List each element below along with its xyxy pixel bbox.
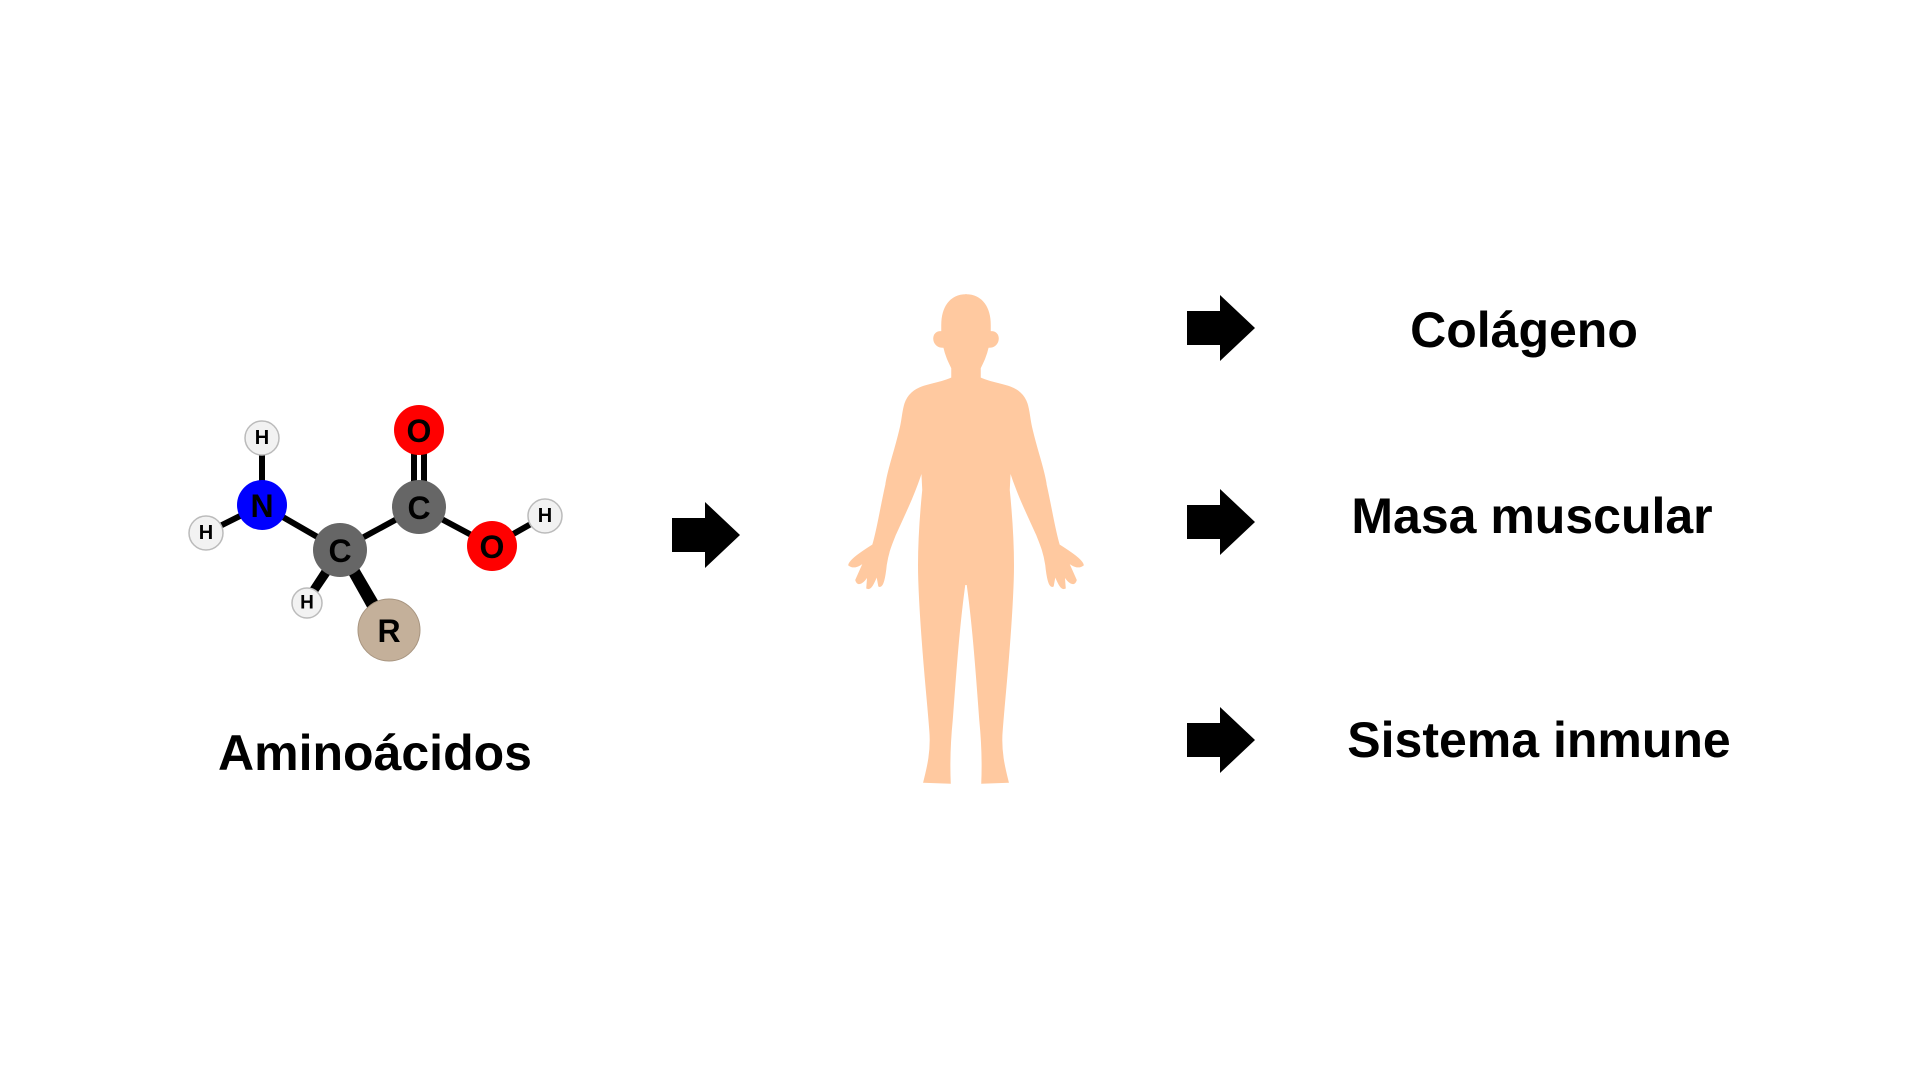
atom-r-group: R (357, 598, 421, 662)
atom-h-right: H (527, 498, 563, 534)
atom-carbon-alpha: C (313, 523, 367, 577)
svg-text:N: N (250, 488, 273, 524)
output-label-muscle-mass: Masa muscular (1351, 488, 1713, 544)
svg-text:H: H (255, 427, 269, 449)
atom-carbon-carbonyl: C (392, 480, 446, 534)
amino-acid-molecule: H H H H N C C O (188, 405, 563, 662)
arrow-right-icon (1187, 295, 1255, 361)
svg-text:H: H (300, 593, 314, 614)
atom-oxygen-double: O (394, 405, 444, 455)
atom-oxygen-hydroxyl: O (467, 521, 517, 571)
arrow-right-icon (672, 502, 740, 568)
amino-acids-label: Aminoácidos (218, 725, 532, 781)
svg-text:O: O (407, 413, 432, 449)
svg-text:R: R (377, 613, 400, 649)
output-label-collagen: Colágeno (1410, 302, 1638, 358)
svg-text:C: C (407, 490, 430, 526)
output-label-immune-system: Sistema inmune (1347, 712, 1731, 768)
atom-h-bottom: H (291, 587, 323, 619)
human-body-icon (848, 294, 1084, 784)
svg-text:H: H (538, 505, 552, 527)
svg-text:C: C (328, 533, 351, 569)
svg-text:H: H (199, 522, 213, 544)
arrow-right-icon (1187, 707, 1255, 773)
atom-h-top: H (244, 420, 280, 456)
atom-h-left: H (188, 515, 224, 551)
svg-text:O: O (480, 529, 505, 565)
atom-nitrogen: N (237, 480, 287, 530)
arrow-right-icon (1187, 489, 1255, 555)
